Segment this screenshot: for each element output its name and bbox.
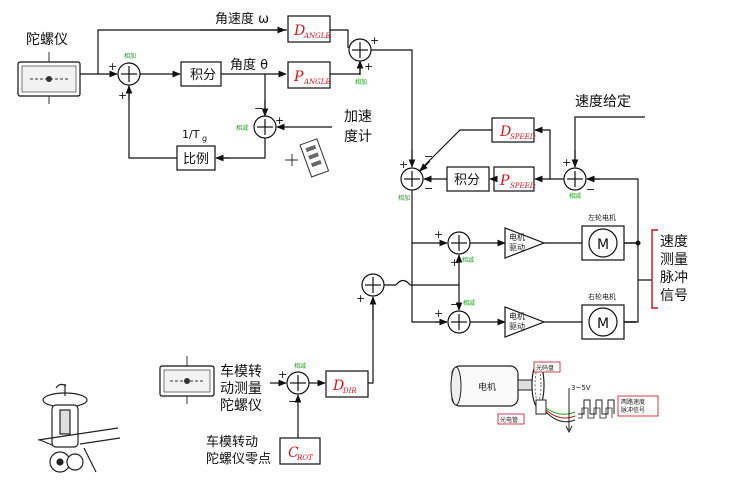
svg-text:+: +	[278, 368, 287, 381]
c-rot-main: C	[288, 445, 299, 461]
svg-text:+: +	[450, 256, 459, 269]
note-sub-4: 相减	[463, 299, 475, 307]
svg-text:+: +	[434, 307, 443, 320]
p-speed-main: P	[499, 173, 510, 189]
right-motor-caption: 右轮电机	[588, 292, 616, 301]
d-speed-block	[491, 117, 535, 143]
note-sub-1: 相减	[236, 124, 248, 132]
car-rotation-gyro-icon	[159, 356, 215, 404]
svg-text:+: +	[118, 89, 127, 102]
inv-tg-sub: g	[202, 134, 207, 143]
encoder-illustration: 电机 3~5V 光码盘 光电管 两路速度脉冲信号	[450, 361, 659, 434]
right-motor-m: M	[597, 316, 609, 332]
note-sub-2: 相减	[569, 192, 581, 200]
speed-pulse-bracket	[651, 229, 658, 309]
encoder-disk-label: 光码盘	[536, 364, 554, 372]
svg-text:+: +	[399, 158, 408, 171]
svg-text:+: +	[434, 228, 443, 241]
svg-text:+: +	[275, 114, 284, 127]
pulse-label: 两路速度脉冲信号	[621, 398, 645, 414]
gyro-sensor-icon	[17, 52, 81, 104]
car-model-illustration	[37, 383, 121, 473]
speed-setpoint-label: 速度给定	[575, 94, 631, 110]
integral-label-1: 积分	[190, 68, 216, 83]
left-motor-driver	[504, 227, 546, 259]
p-speed-block	[493, 166, 535, 192]
right-motor-driver	[504, 306, 546, 338]
d-angle-block	[287, 15, 331, 43]
p-angle-sub: ANGLE	[303, 78, 331, 86]
sum-junction-3	[253, 115, 277, 139]
sum-junction-1	[117, 62, 141, 86]
sum-junction-speed	[563, 167, 587, 191]
svg-text:+: +	[562, 156, 571, 169]
svg-text:−: −	[586, 183, 595, 196]
d-speed-main: D	[499, 124, 511, 140]
p-speed-sub: SPEED	[510, 182, 536, 190]
p-angle-main: P	[293, 69, 304, 85]
accelerometer-icon	[299, 138, 330, 178]
svg-text:−: −	[450, 298, 459, 311]
left-driver-label: 电机驱动	[509, 232, 525, 252]
accelerometer-label: 加速 度计	[344, 109, 376, 145]
photo-sensor-label: 光电管	[500, 416, 518, 424]
svg-text:−: −	[424, 150, 433, 163]
car-rotation-gyro-label: 车模转 动测量 陀螺仪	[220, 363, 266, 414]
sum-junction-2	[348, 38, 372, 62]
car-rotation-zero-label: 车模转动 陀螺仪零点	[206, 434, 271, 467]
speed-pulse-label: 速度 测量 脉冲 信号	[660, 234, 692, 304]
proportion-label: 比例	[183, 152, 209, 167]
d-dir-sub: DIR	[342, 387, 357, 395]
d-angle-main: D	[293, 23, 305, 39]
note-add-1: 相加	[124, 52, 136, 60]
voltage-label: 3~5V	[571, 384, 591, 392]
sum-junction-main	[400, 167, 424, 191]
sum-junction-left-motor	[447, 231, 471, 255]
svg-text:+: +	[356, 292, 365, 305]
svg-text:+: +	[108, 60, 117, 73]
note-sub-5: 相减	[294, 362, 306, 370]
sum-junction-right-motor	[447, 310, 471, 334]
note-add-3: 相加	[398, 194, 410, 202]
angular-velocity-label: 角速度 ω	[215, 11, 269, 27]
left-motor-caption: 左轮电机	[588, 213, 616, 222]
c-rot-sub: ROT	[296, 454, 314, 462]
d-angle-sub: ANGLE	[303, 32, 331, 40]
svg-text:+: +	[364, 60, 373, 73]
sum-junction-dir-out	[361, 273, 385, 297]
gyro-label: 陀螺仪	[26, 32, 68, 48]
encoder-motor-label: 电机	[478, 381, 496, 393]
svg-text:+: +	[370, 34, 379, 47]
note-add-2: 相加	[355, 78, 367, 86]
note-sub-3: 相减	[462, 256, 474, 264]
proportion-block	[176, 145, 216, 171]
d-speed-sub: SPEED	[510, 133, 536, 141]
integral-block-2	[446, 166, 490, 192]
p-angle-block	[287, 61, 331, 89]
c-rot-block	[279, 437, 321, 465]
left-motor-icon	[581, 225, 641, 261]
svg-text:−: −	[254, 102, 263, 115]
d-dir-block	[325, 370, 369, 398]
d-dir-main: D	[332, 378, 344, 394]
right-driver-label: 电机驱动	[509, 311, 525, 331]
inv-tg-label: 1/T	[182, 128, 200, 141]
svg-text:−: −	[288, 395, 297, 408]
angle-label: 角度 θ	[230, 57, 268, 73]
svg-text:−: −	[424, 182, 433, 195]
sum-junction-direction	[286, 371, 310, 395]
left-motor-m: M	[597, 237, 609, 253]
integral-label-2: 积分	[454, 173, 480, 188]
